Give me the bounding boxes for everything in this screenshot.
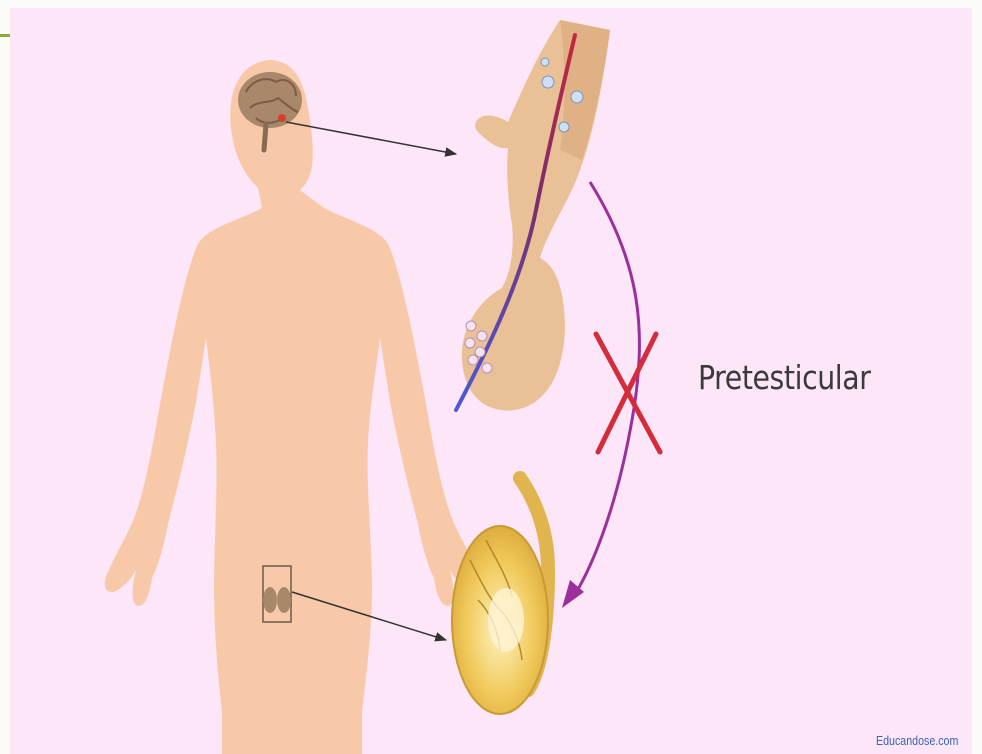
pituitary-illustration bbox=[456, 20, 610, 411]
testis-illustration bbox=[452, 478, 548, 714]
human-silhouette bbox=[105, 60, 482, 754]
source-credit: Educandose.com bbox=[876, 733, 958, 748]
pretesticular-label: Pretesticular bbox=[698, 358, 870, 397]
